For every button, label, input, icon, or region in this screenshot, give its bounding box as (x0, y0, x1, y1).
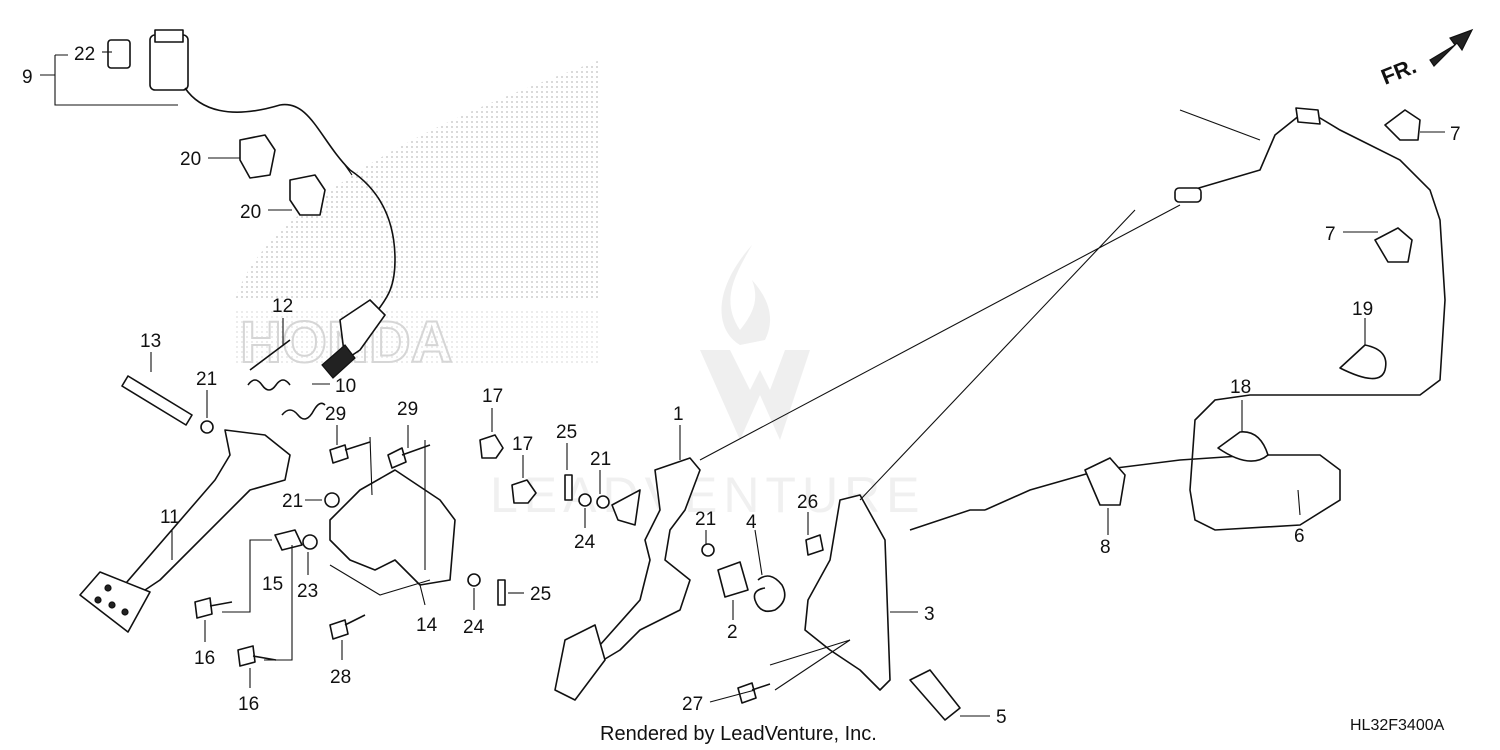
front-arrow-icon (1429, 28, 1474, 67)
cable-band-19 (1339, 344, 1387, 380)
bolt-28 (329, 614, 366, 640)
harness-clamp-2 (289, 174, 326, 216)
pedal-pivot-pin (121, 375, 193, 426)
callout-4: 4 (746, 512, 757, 533)
callout-24b: 24 (463, 617, 485, 638)
brake-light-switch (321, 299, 386, 379)
callout-21d: 21 (695, 509, 716, 530)
callout-12: 12 (272, 296, 293, 317)
callout-11: 11 (160, 507, 180, 528)
callout-16a: 16 (194, 648, 215, 669)
washer-21d (701, 543, 715, 557)
callout-23: 23 (297, 581, 318, 602)
washer-24b (467, 573, 481, 587)
pivot-pin-5 (909, 669, 961, 721)
callout-21c: 21 (590, 449, 611, 470)
nut-17b (511, 479, 537, 504)
callout-21a: 21 (196, 369, 217, 390)
callout-29b: 29 (397, 399, 418, 420)
washer-21c (596, 495, 610, 509)
cotter-pin-25a (564, 474, 573, 501)
callout-19: 19 (1352, 299, 1373, 320)
nut-23 (302, 534, 318, 550)
brake-pedal (79, 429, 291, 633)
washer-24a (578, 493, 592, 507)
callout-27: 27 (682, 694, 703, 715)
callout-9: 9 (22, 67, 33, 88)
callout-26: 26 (797, 492, 818, 513)
cable-clamp-8 (1084, 457, 1126, 506)
callout-10: 10 (335, 376, 356, 397)
harness-clip (107, 39, 131, 69)
front-direction-indicator: FR. (1378, 28, 1474, 90)
callout-25b: 25 (530, 584, 551, 605)
callout-1: 1 (673, 404, 684, 425)
callout-17b: 17 (512, 434, 533, 455)
bolt-16b (237, 645, 277, 667)
callout-2: 2 (727, 622, 738, 643)
callout-15: 15 (262, 574, 283, 595)
cotter-pin-25b (497, 579, 506, 606)
callout-5: 5 (996, 707, 1007, 728)
front-direction-label: FR. (1378, 53, 1420, 89)
callout-17a: 17 (482, 386, 503, 407)
bolt-26 (805, 534, 824, 556)
washer-21a (200, 420, 214, 434)
bolt-27 (737, 682, 771, 704)
rendered-by-caption: Rendered by LeadVenture, Inc. (600, 723, 877, 745)
bolt-29b (387, 444, 431, 469)
callout-16b: 16 (238, 694, 259, 715)
callout-8: 8 (1100, 537, 1111, 558)
callout-7a: 7 (1450, 124, 1461, 145)
brake-switch-harness (107, 29, 396, 311)
callout-21b: 21 (282, 491, 303, 512)
callout-22: 22 (74, 44, 95, 65)
callout-18: 18 (1230, 377, 1251, 398)
cable-band-18 (1217, 431, 1269, 462)
nut-17a (479, 434, 504, 459)
return-spring-4 (753, 575, 786, 613)
harness-clamp-1 (239, 134, 276, 179)
nut-21b (324, 492, 340, 508)
callout-28: 28 (330, 667, 351, 688)
callout-20a: 20 (180, 149, 201, 170)
callout-24a: 24 (574, 532, 596, 553)
spring-10 (281, 402, 326, 420)
callout-6: 6 (1294, 526, 1305, 547)
leader-lines (40, 51, 1445, 717)
cable-clip-7b (1374, 227, 1413, 263)
callouts: 9 22 20 20 12 10 13 21 11 15 23 16 16 29… (22, 44, 1461, 728)
callout-20b: 20 (240, 202, 261, 223)
pedal-bracket (329, 469, 456, 586)
bolt-16a (194, 597, 233, 619)
callout-14: 14 (416, 615, 438, 636)
accelerator-bracket (804, 494, 891, 691)
cable-clip-7a (1384, 109, 1421, 141)
callout-3: 3 (924, 604, 935, 625)
accelerator-pedal (554, 457, 701, 701)
honda-wing-watermark: HONDA (235, 60, 600, 376)
callout-29a: 29 (325, 404, 346, 425)
callout-7b: 7 (1325, 224, 1336, 245)
diagram-code: HL32F3400A (1350, 717, 1445, 734)
bolt-29a (329, 441, 371, 464)
collar-2 (717, 561, 749, 598)
callout-25a: 25 (556, 422, 577, 443)
throttle-cable (909, 107, 1446, 531)
callout-13: 13 (140, 331, 161, 352)
clip-15 (274, 529, 303, 551)
